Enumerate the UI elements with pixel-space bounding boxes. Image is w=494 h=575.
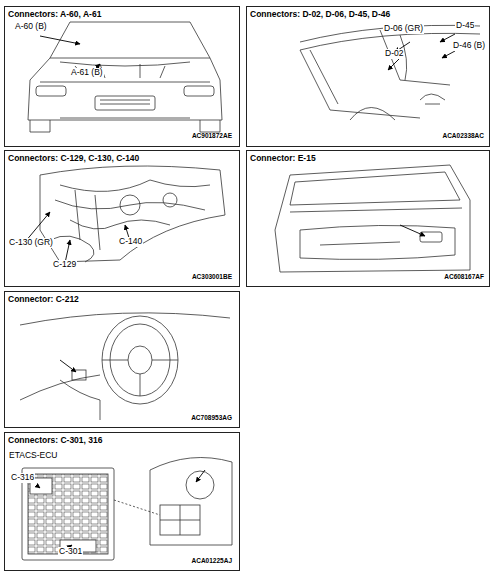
panel-box: Connector: E-15 [246, 150, 490, 287]
panel-heading: Connectors: A-60, A-61 [8, 9, 101, 19]
car-front [28, 22, 222, 132]
dashboard-harness [40, 166, 225, 262]
etacs-ecu [22, 458, 232, 561]
figure-code: AC303001BE [191, 273, 233, 280]
figure-code: AC901872AE [191, 132, 233, 139]
connector-label: D-06 (GR) [383, 24, 424, 33]
connector-label: D-45 [455, 21, 475, 30]
panel-box: Connectors: C-129, C-130, C-140 [4, 150, 240, 287]
connector-label: C-129 [52, 260, 77, 269]
figure-code: AC708953AG [190, 414, 233, 421]
connector-label: C-316 [10, 473, 35, 482]
panel-heading: Connectors: C-129, C-130, C-140 [8, 153, 139, 163]
connector-label: C-301 [58, 547, 83, 556]
connector-label: C-140 [118, 237, 143, 246]
connector-label: ETACS-ECU [8, 451, 59, 460]
figure-code: AC608167AF [443, 273, 485, 280]
panel-heading: Connector: E-15 [250, 153, 316, 163]
a-pillar-view [300, 25, 480, 120]
figure-code: ACA02338AC [441, 132, 485, 139]
connector-label: A-61 (B) [70, 68, 104, 77]
panel-heading: Connector: C-212 [8, 294, 79, 304]
connector-label: D-02 [384, 49, 404, 58]
panel-box: Connector: C-212 [4, 291, 240, 428]
connector-label: C-130 (GR) [8, 238, 54, 247]
panel-heading: Connectors: C-301, 316 [8, 435, 102, 445]
connector-label: A-60 (B) [14, 22, 48, 31]
panel-heading: Connectors: D-02, D-06, D-45, D-46 [250, 9, 390, 19]
connector-label: D-46 (B) [452, 41, 486, 50]
figure-code: ACA01225AJ [191, 557, 233, 564]
door-panel [275, 165, 470, 272]
steering-column [20, 313, 230, 420]
panel-box: Connectors: D-02, D-06, D-45, D-46 [246, 6, 490, 147]
